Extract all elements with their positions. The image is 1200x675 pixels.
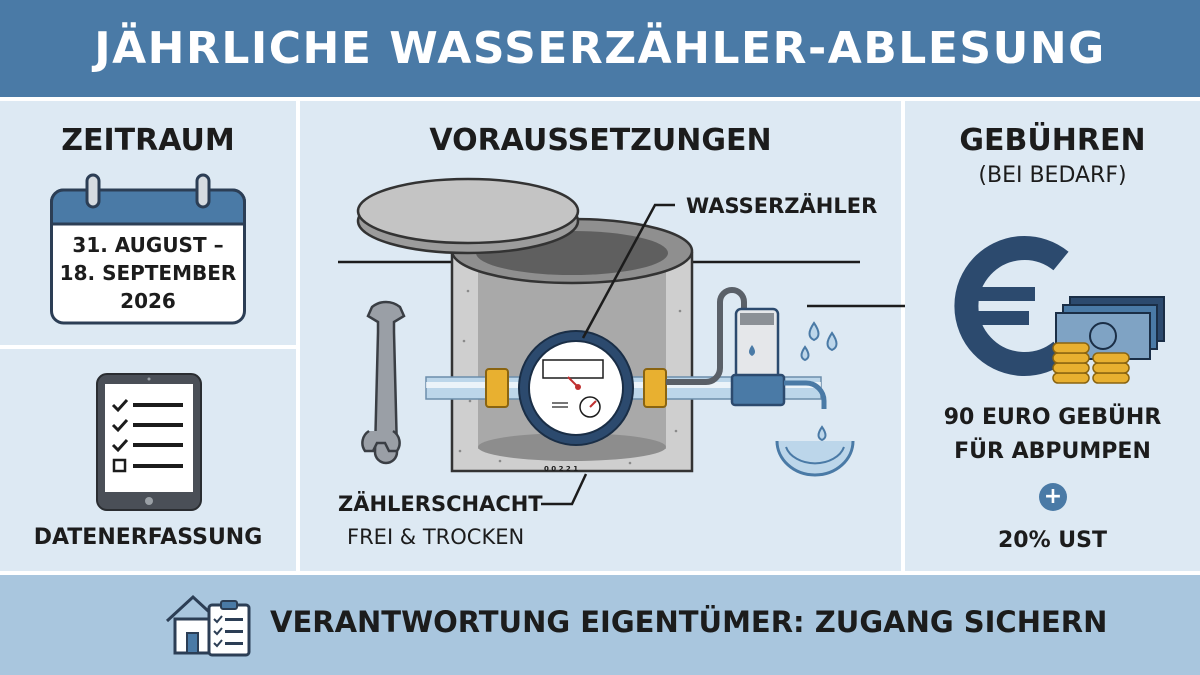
water-meter-icon xyxy=(518,330,634,446)
date-line-1: 31. AUGUST – xyxy=(72,233,224,257)
gebuehren-panel: GEBÜHREN (BEI BEDARF) 90 EURO GEBÜHR FÜR… xyxy=(905,101,1200,571)
meter-shaft-illustration xyxy=(338,177,943,506)
gebuehren-title: GEBÜHREN xyxy=(959,123,1146,158)
shaft-label: ZÄHLERSCHACHT xyxy=(338,492,543,516)
shaft-lid-icon xyxy=(356,177,580,255)
footer-text: VERANTWORTUNG EIGENTÜMER: ZUGANG SICHERN xyxy=(270,605,1108,639)
meter-label: WASSERZÄHLER xyxy=(686,194,878,218)
datenerfassung-label: DATENERFASSUNG xyxy=(33,525,263,550)
voraussetzungen-title: VORAUSSETZUNGEN xyxy=(429,123,772,158)
page-title: JÄHRLICHE WASSERZÄHLER-ABLESUNG xyxy=(94,23,1106,74)
zeitraum-panel: ZEITRAUM 31. AUGUST – 18. SEPTEMBER 2026 xyxy=(0,101,296,345)
meter-digits: 0 0 2 2 1 xyxy=(544,465,579,473)
footer-banner: VERANTWORTUNG EIGENTÜMER: ZUGANG SICHERN xyxy=(0,575,1200,675)
fee-line-1: 90 EURO GEBÜHR xyxy=(943,405,1162,430)
datenerfassung-panel: DATENERFASSUNG xyxy=(0,349,296,571)
tablet-checklist-icon xyxy=(96,373,202,511)
pump-icon xyxy=(730,307,786,407)
date-line-3: 2026 xyxy=(120,289,176,313)
date-line-2: 18. SEPTEMBER xyxy=(59,261,237,285)
voraussetzungen-panel: VORAUSSETZUNGEN xyxy=(300,101,943,571)
zeitraum-title: ZEITRAUM xyxy=(61,123,235,158)
house-clipboard-icon xyxy=(165,594,251,657)
calendar-icon xyxy=(50,173,246,325)
fee-line-2: FÜR ABPUMPEN xyxy=(954,439,1151,464)
euro-icon xyxy=(954,236,1069,376)
header-banner: JÄHRLICHE WASSERZÄHLER-ABLESUNG xyxy=(0,0,1200,97)
water-drop-icon xyxy=(800,321,838,442)
wrench-icon xyxy=(361,300,406,465)
coins-icon xyxy=(1052,296,1165,384)
gebuehren-subtitle: (BEI BEDARF) xyxy=(978,163,1127,188)
shaft-sublabel: FREI & TROCKEN xyxy=(347,525,525,549)
plus-glyph: + xyxy=(1043,484,1063,509)
tax-label: 20% UST xyxy=(997,528,1108,553)
plus-icon: + xyxy=(1039,483,1067,511)
